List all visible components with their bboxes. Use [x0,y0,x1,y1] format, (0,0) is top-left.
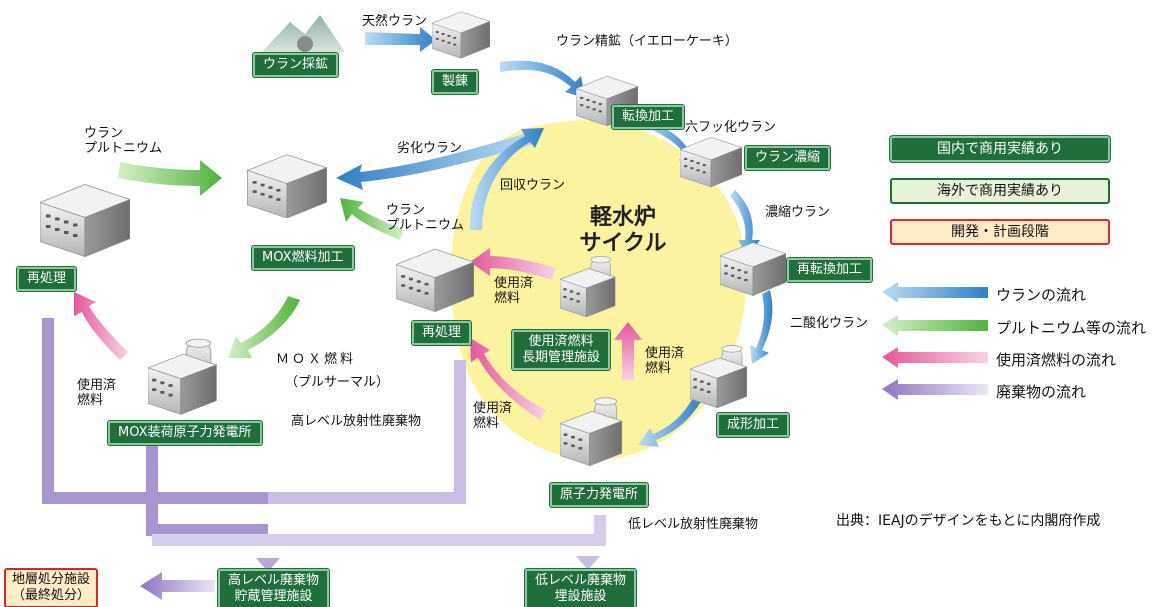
mox-fab-img [246,153,328,218]
flow-spent-a-line1: 使用済 [494,276,534,291]
arrow-depleted [336,132,534,190]
arrow-waste-to-llw [576,556,600,570]
label-uranium-mining: ウラン採鉱 [253,53,339,77]
label-llw-disposal: 低レベル廃棄物 埋設施設 [525,569,637,607]
flow-depleted: 劣化ウラン [397,141,463,156]
label-hlw-storage-line1: 高レベル廃棄物 [228,573,320,588]
legend-uranium-flow: ウランの流れ [996,286,1087,304]
label-geological-disposal-line1: 地層処分施設 [12,572,91,587]
arrow-yellowcake [500,60,585,98]
flow-spent-b-line1: 使用済 [645,346,685,361]
legend-arrows [882,282,988,400]
mox-npp-img [148,338,218,416]
label-llw-disposal-line2: 埋設施設 [554,589,607,604]
flow-spent-c-line1: 使用済 [473,401,513,416]
reprocessing-left-img [40,183,130,258]
label-hlw-storage-line2: 貯蔵管理施設 [234,589,313,604]
flow-spent-c-line2: 燃料 [473,416,500,431]
flow-spent-a-line2: 燃料 [494,291,521,306]
arrow-mox-fuel [228,296,300,358]
flow-spent-b: 使用済 燃料 [645,346,684,376]
flow-hlw-waste: 高レベル放射性廃棄物 [291,414,422,429]
source-credit: 出典：IEAJのデザインをもとに内閣府作成 [836,513,1101,529]
label-mox-npp: MOX装荷原子力発電所 [108,421,262,445]
label-geological-disposal: 地層処分施設 （最終処分） [4,568,99,607]
flow-uo2: 二酸化ウラン [790,316,869,331]
arrow-spent-to-reproc [470,248,556,280]
flow-pluthermal: （プルサーマル） [285,375,390,390]
arrow-spent-mox [74,292,128,360]
flow-u-pu-left-line2: プルトニウム [84,141,163,156]
arrow-u-pu-center [340,198,404,240]
flow-spent-b-line2: 燃料 [645,361,672,376]
flow-yellowcake: ウラン精鉱（イエローケーキ） [556,34,738,49]
label-geological-disposal-line2: （最終処分） [12,588,91,603]
flow-u-pu-center: ウラン プルトニウム [386,203,464,233]
arrow-natural-uranium [365,27,436,52]
flow-u-pu-left: ウラン プルトニウム [84,126,162,156]
arrow-recovered [469,128,544,230]
label-fabrication: 成形加工 [717,413,790,437]
spent-fuel-flow-arrows [74,248,642,420]
legend-arrow-spent [882,347,988,368]
arrow-waste-to-hlw [256,558,280,572]
label-reconversion: 再転換加工 [787,258,873,282]
lwr-cycle-title-line1: 軽水炉 [589,205,656,230]
flow-recovered: 回収ウラン [500,178,566,193]
waste-flow-lines [42,318,606,560]
label-enrichment: ウラン濃縮 [745,146,831,170]
flow-spent-d-line1: 使用済 [77,378,117,393]
arrow-enriched [730,190,760,256]
label-conversion: 転換加工 [612,105,685,129]
label-llw-disposal-line1: 低レベル廃棄物 [535,573,627,588]
legend-plutonium-flow: プルトニウム等の流れ [996,319,1147,337]
label-spent-fuel-storage-line1: 使用済燃料 [528,334,594,349]
label-reprocessing-center: 再処理 [412,321,472,345]
label-spent-fuel-storage-line2: 長期管理施設 [522,350,601,365]
enrichment-plant-img [680,136,742,188]
plutonium-flow-arrows [118,160,404,358]
flow-natural-uranium: 天然ウラン [362,14,428,29]
flow-spent-c: 使用済 燃料 [473,401,512,431]
arrow-spent-from-npp [470,338,546,420]
arrow-waste-to-geo [140,572,215,600]
legend-domestic: 国内で商用実績あり [890,136,1110,162]
flow-u-pu-center-line1: ウラン [386,203,426,218]
lwr-cycle-title: 軽水炉 サイクル [578,205,668,257]
flow-mox-fuel: ＭＯＸ燃料 [276,352,357,367]
arrow-to-npp [638,396,702,447]
label-npp: 原子力発電所 [550,483,649,507]
legend-waste-flow: 廃棄物の流れ [996,383,1087,401]
mine-illustration [262,15,345,52]
arrow-u-pu-left [118,160,222,196]
legend-arrow-waste [882,379,988,400]
label-hlw-storage: 高レベル廃棄物 貯蔵管理施設 [218,569,330,607]
refining-plant-img [432,11,490,59]
arrow-uf6 [642,118,697,168]
flow-u-pu-center-line2: プルトニウム [386,218,465,233]
legend-spent-flow: 使用済燃料の流れ [996,351,1117,369]
label-reprocessing-left: 再処理 [17,267,77,291]
arrow-spent-up [614,322,642,380]
legend-arrow-plutonium [882,315,988,336]
legend-development: 開発・計画段階 [890,219,1110,245]
legend-overseas: 海外で商用実績あり [890,178,1110,204]
lwr-cycle-title-line2: サイクル [579,231,667,256]
legend-arrow-uranium [882,282,988,303]
flow-enriched: 濃縮ウラン [765,205,831,220]
flow-u-pu-left-line1: ウラン [84,126,124,141]
flow-spent-d-line2: 燃料 [77,393,104,408]
flow-spent-a: 使用済 燃料 [494,276,533,306]
flow-spent-d: 使用済 燃料 [77,378,116,408]
label-refining: 製錬 [432,70,479,94]
flow-uf6: 六フッ化ウラン [685,120,777,135]
label-spent-fuel-storage: 使用済燃料 長期管理施設 [512,330,611,370]
arrow-uo2 [750,290,773,364]
uranium-flow-arrows [336,27,773,447]
flow-llw-waste: 低レベル放射性廃棄物 [628,517,759,532]
label-mox-fuel-fab: MOX燃料加工 [252,246,354,270]
